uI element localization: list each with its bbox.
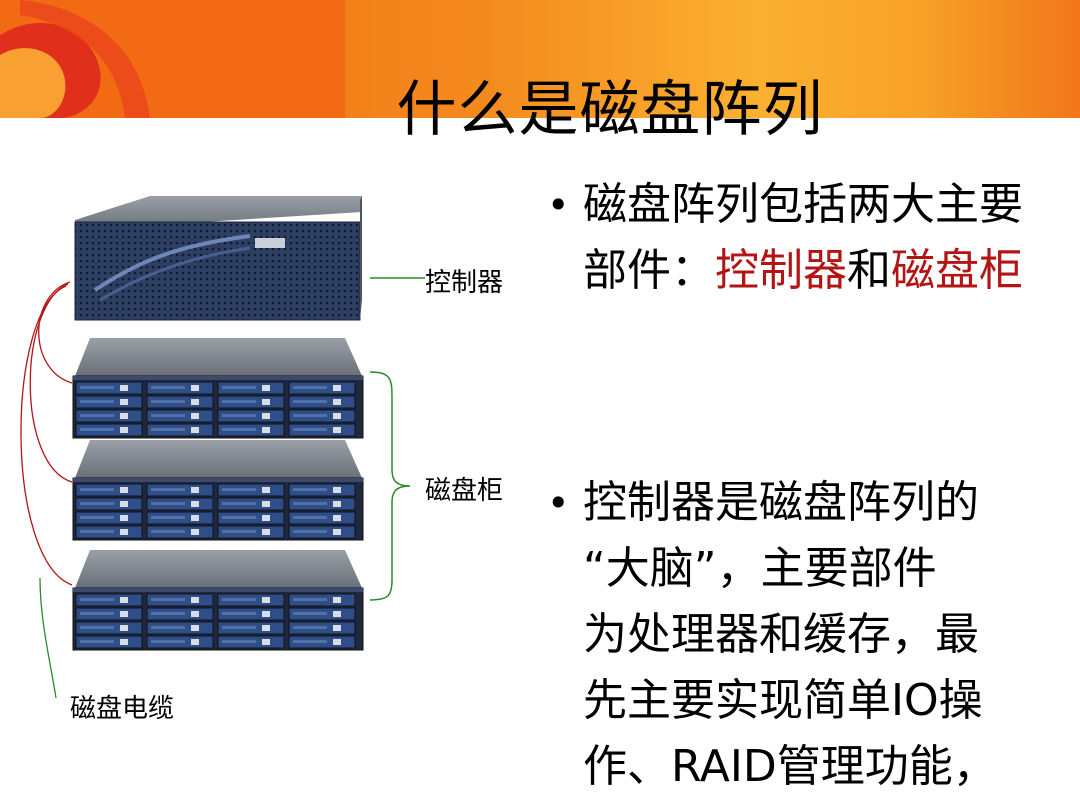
- bullet-dot-icon: •: [547, 481, 570, 525]
- bullet-1-joiner: 和: [847, 245, 891, 296]
- bullet-1: • 磁盘阵列包括两大主要部件：控制器和磁盘柜: [547, 172, 1033, 304]
- label-disk-enclosure: 磁盘柜: [425, 476, 504, 506]
- bullet-2-line: “大脑”，主要部件: [583, 543, 937, 594]
- bullet-2-line: 作、RAID管理功能，: [583, 741, 997, 792]
- bullet-2: • 控制器是磁盘阵列的 “大脑”，主要部件 为处理器和缓存，最 先主要实现简单I…: [547, 470, 1043, 800]
- bullet-1-prefix: 磁盘阵列包括两大主要部件：: [583, 179, 1023, 296]
- header-banner: [0, 0, 1080, 118]
- disk-enclosure: [72, 338, 364, 439]
- disk-array-illustration: [20, 196, 425, 699]
- bullet-2-line: 先主要实现简单IO操: [583, 675, 983, 726]
- disk-enclosure: [72, 440, 364, 541]
- bullet-1-highlight-enclosure: 磁盘柜: [891, 245, 1023, 296]
- label-controller: 控制器: [425, 268, 504, 298]
- slide-title: 什么是磁盘阵列: [396, 75, 824, 145]
- bullet-dot-icon: •: [547, 183, 570, 227]
- label-disk-cable: 磁盘电缆: [70, 694, 175, 724]
- bullet-1-highlight-controller: 控制器: [715, 245, 847, 296]
- bullet-2-line: 为处理器和缓存，最: [583, 609, 979, 660]
- disk-enclosure: [72, 550, 364, 651]
- bullet-2-line: 控制器是磁盘阵列的: [583, 477, 979, 528]
- controller-unit: [74, 196, 362, 321]
- swirl-logo-icon: [0, 0, 345, 118]
